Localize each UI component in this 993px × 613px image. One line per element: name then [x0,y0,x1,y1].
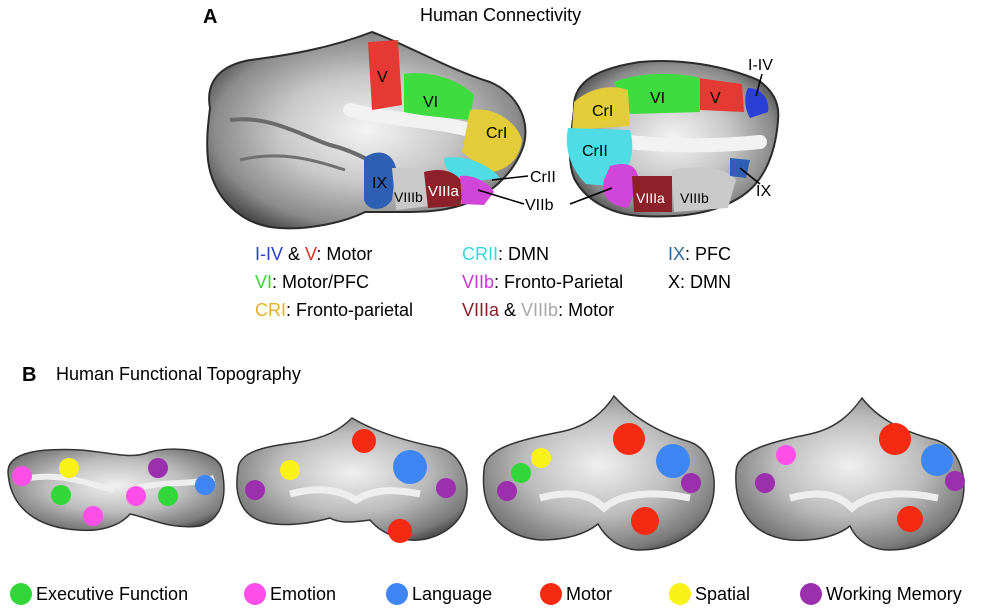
panel-b-letter: B [22,364,37,386]
dot-spatial [280,460,300,480]
region-v-r [698,78,744,112]
dot-motor [613,423,645,455]
dot-working-memory [436,478,456,498]
dot-spatial [531,448,551,468]
region-cri-r [572,87,630,130]
topography-slice-2 [236,417,468,543]
legend-dot-icon [800,583,822,605]
dot-executive [158,486,178,506]
legend-x: X: DMN [668,272,732,292]
legend-viib: VIIb: Fronto-Parietal [462,272,624,292]
label-viiib-r: VIIIb [680,190,709,206]
label-viib: VIIb [525,197,554,214]
dot-executive [511,463,531,483]
dot-working-memory [148,458,168,478]
legend-executive-function: Executive Function [10,583,188,605]
dot-motor [388,519,412,543]
region-vi-r [614,73,700,114]
region-v [368,40,402,110]
label-vi: VI [423,94,438,111]
label-crii: CrII [530,169,556,186]
dot-working-memory [945,471,965,491]
region-cri [462,109,522,172]
label-ix-r: IX [756,183,771,200]
dot-working-memory [755,473,775,493]
label-viiib: VIIIb [394,189,423,205]
region-viiia [424,169,464,208]
dot-emotion [776,445,796,465]
legend-working-memory: Working Memory [800,583,962,605]
label-i-iv-r: I-IV [748,57,773,74]
topography-slice-4 [735,396,965,551]
dot-motor [352,429,376,453]
region-crii [444,157,500,182]
dot-language [656,444,690,478]
region-viiia-r [632,176,672,212]
label-vi-r: VI [650,90,665,107]
legend-dot-icon [244,583,266,605]
panel-b-title: Human Functional Topography [56,364,301,384]
legend-language: Language [386,583,492,605]
dot-emotion [12,466,32,486]
legend-dot-icon [386,583,408,605]
legend-cri: CRI: Fronto-parietal [255,300,414,320]
legend-i-iv-v: I-IV & V: Motor [255,244,373,264]
dot-emotion [83,506,103,526]
legend-motor: Motor [540,583,612,605]
region-viiib-r [672,167,736,212]
legend-crii: CRII: DMN [462,244,549,264]
dot-working-memory [681,473,701,493]
right-cerebellum-slice: I-IV CrI VI V CrII VIIIa VIIIb IX [566,57,780,218]
label-v: V [377,69,388,86]
dot-motor [879,423,911,455]
legend-dot-icon [10,583,32,605]
label-cri: CrI [486,125,507,142]
connectivity-figure: V VI CrI CrII IX VIIIb VIIIa VIIb I-IV C… [206,30,780,230]
legend-ix: IX: PFC [668,244,732,264]
legend-vi: VI: Motor/PFC [255,272,370,292]
dot-working-memory [245,480,265,500]
label-ix: IX [372,175,387,192]
legend-viiia-viiib: VIIIa & VIIIb: Motor [462,300,615,320]
region-i-iv-r [745,88,769,118]
topography-slice-3 [482,394,715,551]
label-cri-r: CrI [592,103,613,120]
dot-motor [897,506,923,532]
panel-a-title: Human Connectivity [420,5,582,25]
region-viib [460,175,494,205]
label-viiia: VIIIa [428,183,460,200]
legend-dot-icon [669,583,691,605]
topography-slice-1 [7,448,225,532]
dot-emotion [126,486,146,506]
left-cerebellum-slice: V VI CrI CrII IX VIIIb VIIIa VIIb [206,30,556,230]
region-vi [404,73,474,120]
dot-working-memory [497,481,517,501]
panel-a-letter: A [203,6,218,28]
region-viib-r [603,164,639,208]
label-viiia-r: VIIIa [636,190,665,206]
legend-dot-icon [540,583,562,605]
dot-executive [51,485,71,505]
region-viiib [392,168,430,210]
dot-spatial [59,458,79,478]
legend-emotion: Emotion [244,583,336,605]
topography-figure [7,394,965,551]
dot-language [393,450,427,484]
label-crii-r: CrII [582,143,608,160]
dot-motor [631,507,659,535]
legend-spatial: Spatial [669,583,750,605]
region-ix [364,152,396,209]
label-v-r: V [710,90,721,107]
dot-language [921,444,953,476]
dot-language [195,475,215,495]
